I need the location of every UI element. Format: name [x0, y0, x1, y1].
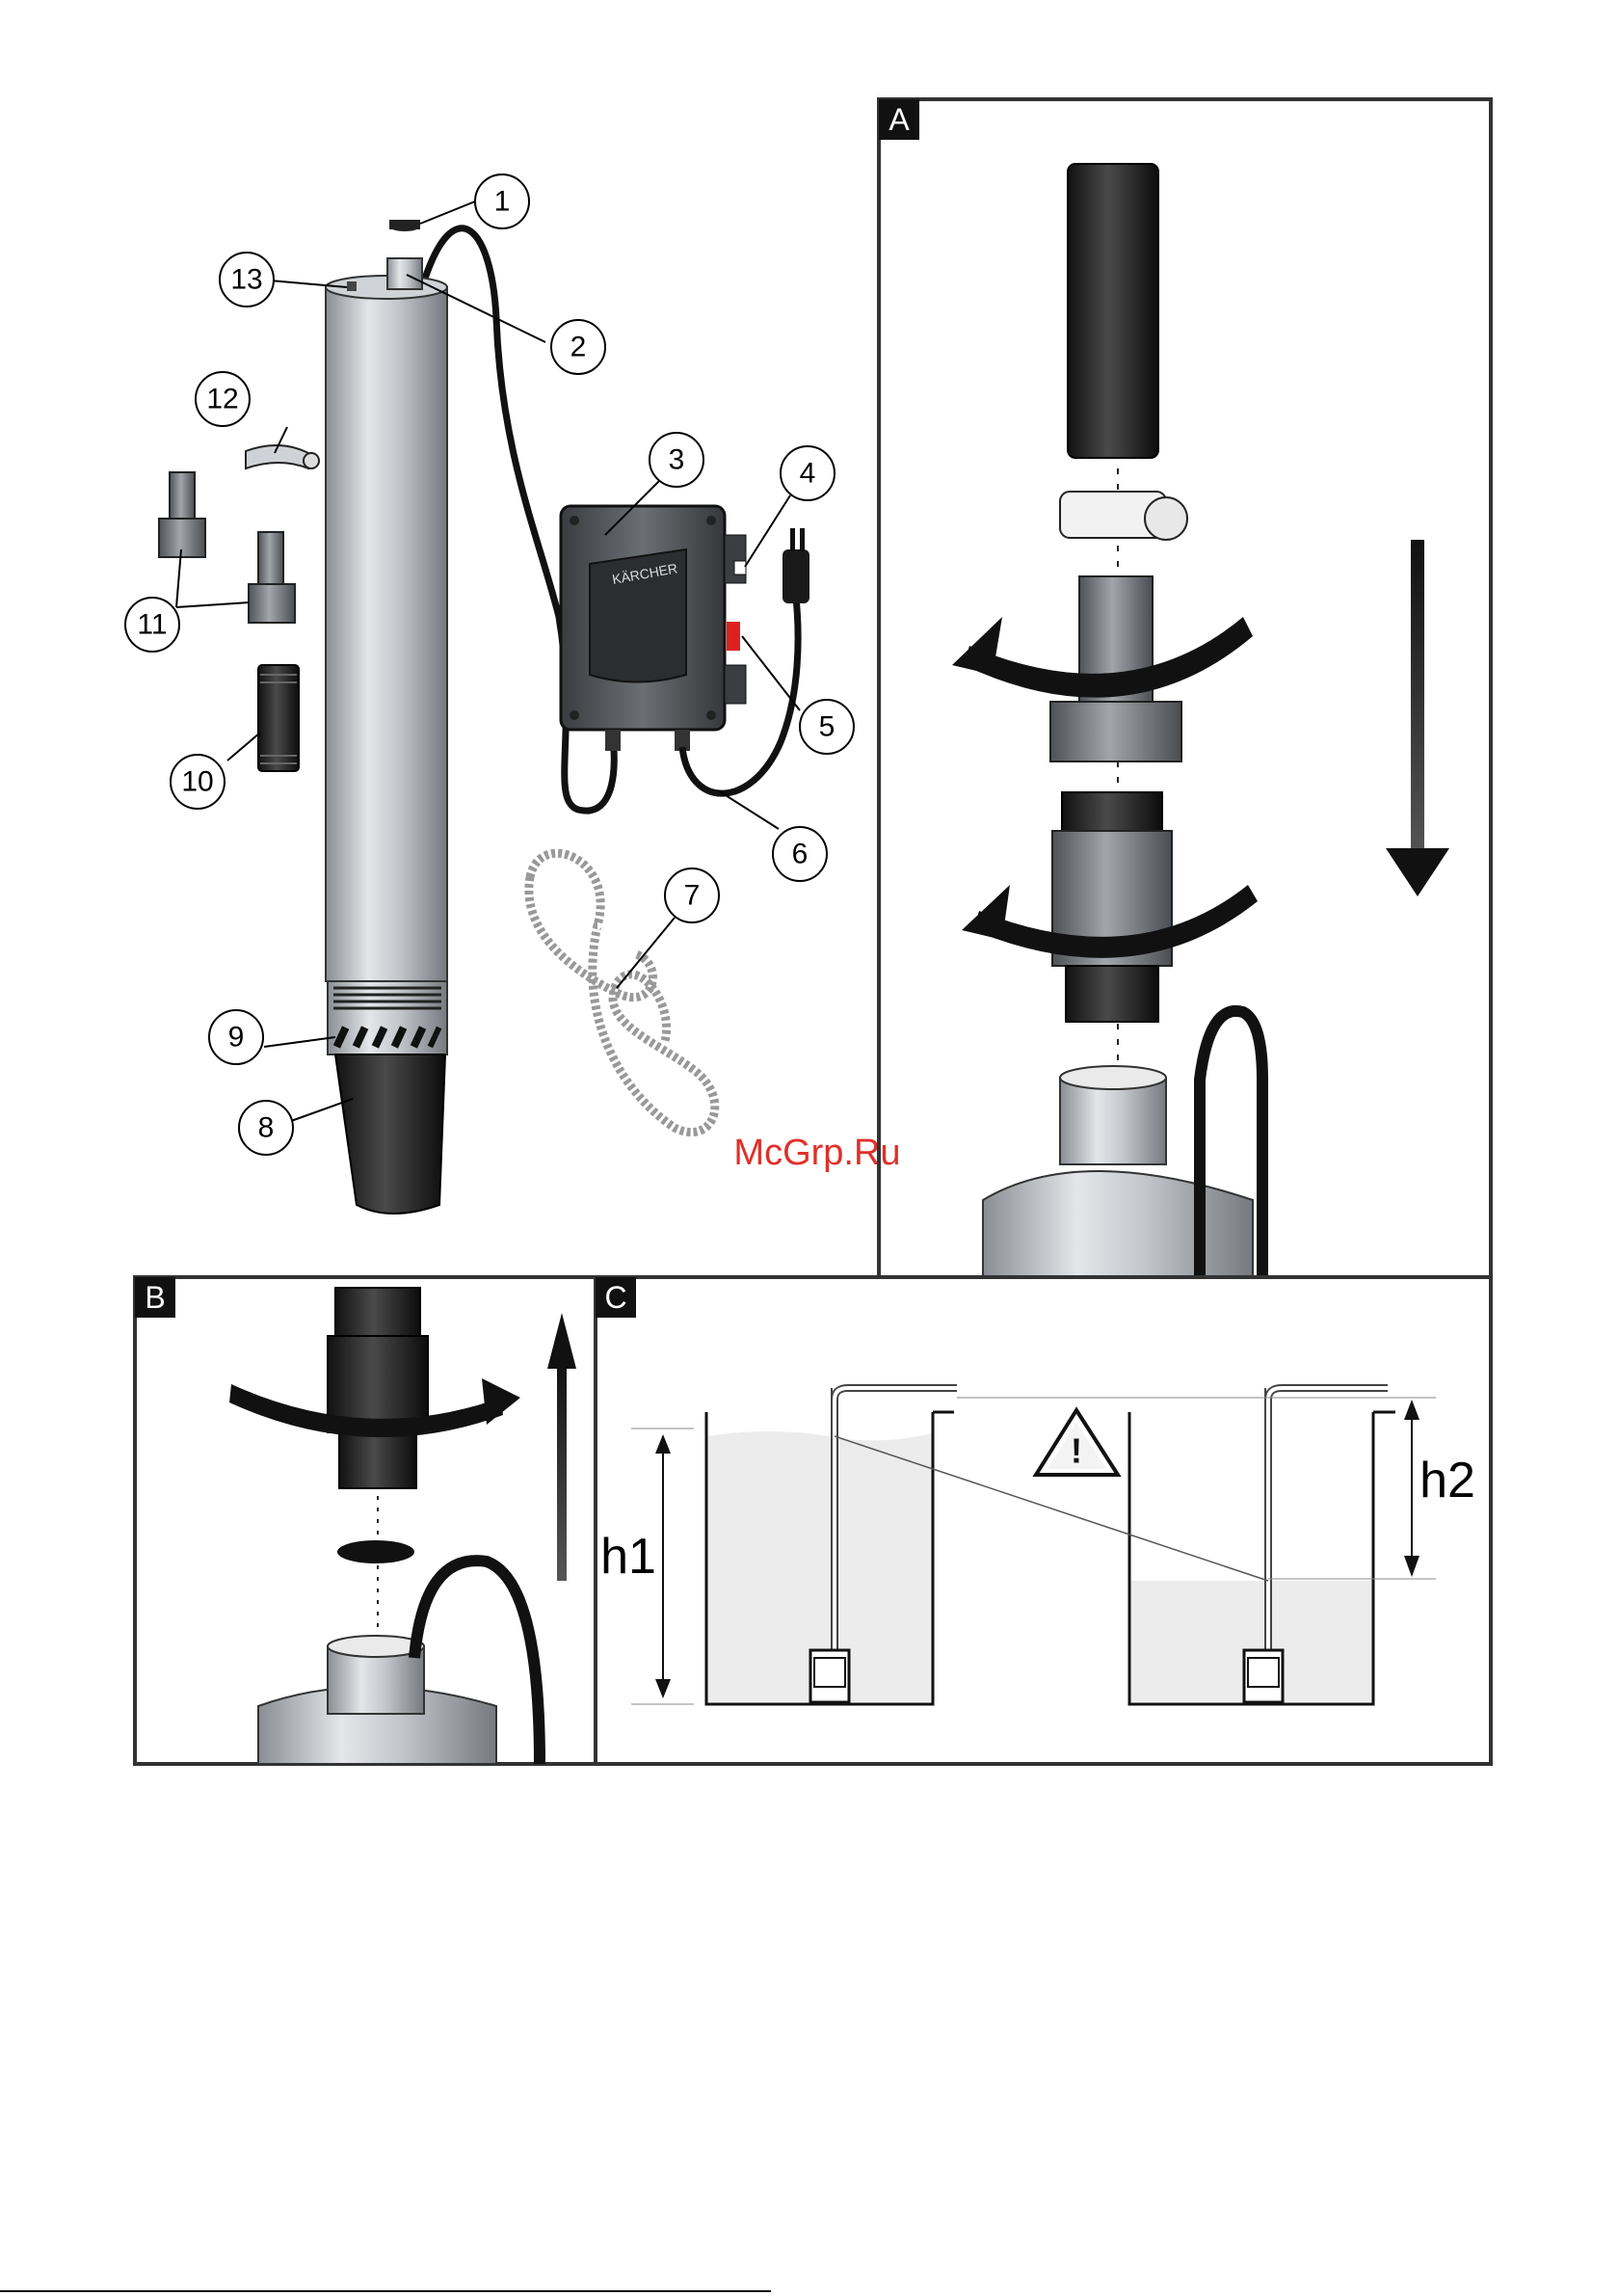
callout-11: 11: [125, 598, 179, 652]
callout-3: 3: [650, 433, 703, 487]
callout-2: 2: [551, 320, 605, 374]
callout-13: 13: [220, 253, 274, 307]
pump-foot: [335, 1055, 445, 1214]
svg-text:3: 3: [669, 444, 685, 476]
callout-5: 5: [800, 700, 854, 754]
callout-9: 9: [209, 1010, 263, 1064]
main-figure: KÄRCHER: [125, 174, 901, 1214]
hose-connector-11a: [159, 472, 205, 557]
tank-right: [1129, 1388, 1395, 1704]
panel-b: B: [135, 1277, 596, 1764]
mains-plug: [782, 528, 809, 603]
watermark: McGrp.Ru: [733, 1133, 900, 1173]
svg-text:8: 8: [258, 1112, 275, 1144]
hose: [1068, 164, 1158, 458]
pump-body: [326, 220, 447, 981]
pump-top-a: [983, 1011, 1262, 1277]
callout-1: 1: [475, 174, 529, 228]
panel-b-letter: B: [145, 1280, 165, 1315]
panel-a: A: [879, 99, 1491, 1277]
arrow-up: [547, 1313, 576, 1581]
control-box: KÄRCHER: [561, 506, 746, 751]
svg-text:11: 11: [137, 609, 167, 641]
panel-a-letter: A: [889, 102, 910, 137]
warning-icon: !: [1036, 1410, 1118, 1475]
callout-12: 12: [196, 372, 250, 426]
hose-clamp-12: [246, 445, 319, 468]
svg-text:5: 5: [819, 711, 836, 743]
non-return-valve-10: [258, 665, 299, 771]
pump-top-b: [258, 1561, 540, 1764]
power-switch: [727, 622, 740, 651]
svg-text:h2: h2: [1419, 1453, 1475, 1508]
callout-4: 4: [781, 446, 835, 500]
panel-c: C: [596, 1277, 1491, 1764]
svg-text:13: 13: [230, 264, 262, 296]
svg-text:10: 10: [181, 766, 213, 798]
panel-c-letter: C: [604, 1280, 626, 1315]
svg-text:h1: h1: [600, 1529, 656, 1585]
svg-text:4: 4: [800, 458, 816, 490]
h2-dimension: h2: [1404, 1400, 1475, 1577]
callout-7: 7: [665, 868, 719, 922]
hose-clamp: [1060, 492, 1187, 540]
svg-text:7: 7: [684, 880, 701, 912]
callout-8: 8: [239, 1101, 293, 1155]
tank-left: [706, 1388, 957, 1704]
svg-text:6: 6: [792, 839, 809, 870]
seal-ring: [337, 1540, 414, 1563]
non-return-valve: [1052, 792, 1172, 1022]
non-return-valve-b: [328, 1288, 428, 1488]
hose-connector-11b: [249, 532, 295, 623]
svg-text:2: 2: [570, 332, 587, 363]
arrow-down: [1386, 540, 1449, 896]
h1-dimension: h1: [600, 1434, 671, 1698]
callout-10: 10: [171, 755, 225, 809]
svg-text:!: !: [1071, 1431, 1082, 1471]
svg-text:12: 12: [206, 384, 238, 415]
intake-strainer: [328, 981, 447, 1055]
callout-6: 6: [773, 827, 827, 881]
svg-text:9: 9: [228, 1022, 245, 1054]
svg-text:1: 1: [494, 186, 511, 218]
